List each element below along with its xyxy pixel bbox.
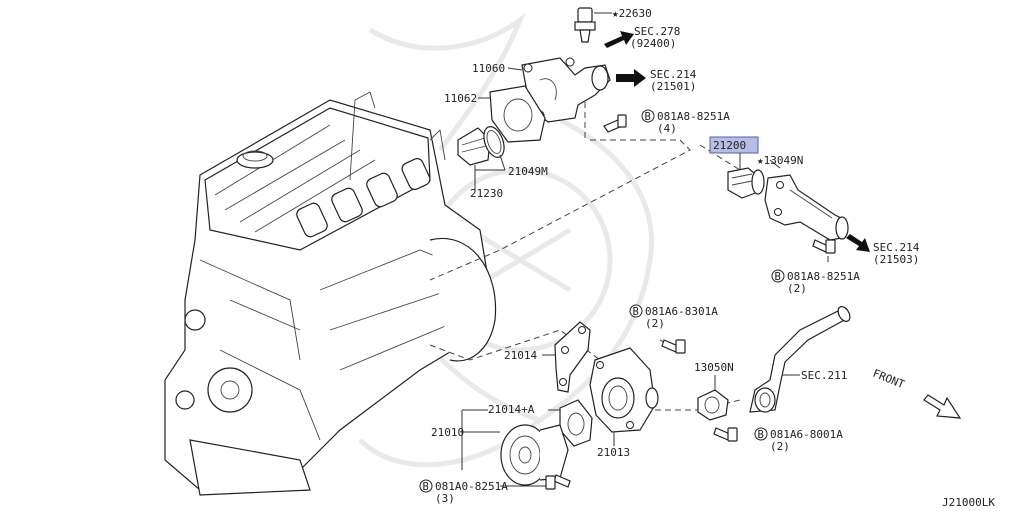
label-bolt3: 081A6-8301A bbox=[645, 305, 718, 318]
label-21049m: 21049M bbox=[508, 165, 548, 178]
diagram-code: J21000LK bbox=[942, 496, 995, 509]
label-13050n: 13050N bbox=[694, 361, 734, 374]
b-symbol-5-text: B bbox=[423, 481, 429, 493]
label-bolt2: 081A8-8251A bbox=[787, 270, 860, 283]
label-bolt4: 081A6-8001A bbox=[770, 428, 843, 441]
water-pump-21010[interactable] bbox=[500, 424, 569, 486]
water-inlet-13049n[interactable] bbox=[764, 174, 849, 241]
label-11062: 11062 bbox=[444, 92, 477, 105]
label-sec214-a: SEC.214 bbox=[650, 68, 697, 81]
label-sec278-sub: (92400) bbox=[630, 37, 676, 50]
label-bolt1: 081A8-8251A bbox=[657, 110, 730, 123]
thermostat-21230[interactable] bbox=[457, 127, 491, 166]
arrow-sec214-21501 bbox=[616, 69, 646, 87]
b-symbol-2 bbox=[771, 269, 785, 283]
pump-housing-21013[interactable] bbox=[589, 347, 659, 433]
b-symbol-1 bbox=[641, 109, 655, 123]
label-21200: 21200 bbox=[713, 139, 746, 152]
label-21014a: 21014+A bbox=[488, 403, 535, 416]
label-21230: 21230 bbox=[470, 187, 503, 200]
gasket-13050n[interactable] bbox=[697, 389, 729, 421]
b-symbol-1-text: B bbox=[645, 111, 651, 123]
engine-block bbox=[164, 91, 497, 496]
bracket-21014[interactable] bbox=[554, 321, 591, 393]
bolt-081a6-8301a[interactable] bbox=[661, 339, 686, 354]
arrow-sec214-21503 bbox=[846, 234, 870, 252]
bolt-081a6-8001a[interactable] bbox=[713, 427, 738, 442]
water-pipe-sec211[interactable] bbox=[749, 305, 852, 413]
o-ring-21049m[interactable] bbox=[480, 124, 508, 160]
label-sec214-a-sub: (21501) bbox=[650, 80, 696, 93]
label-bolt5-qty: (3) bbox=[435, 492, 455, 505]
bolt-081a8-8251a-2[interactable] bbox=[812, 239, 836, 254]
b-symbol-5 bbox=[419, 479, 433, 493]
label-bolt5: 081A0-8251A bbox=[435, 480, 508, 493]
thermostat-21200[interactable] bbox=[727, 167, 765, 199]
label-11060: 11060 bbox=[472, 62, 505, 75]
b-symbol-4-text: B bbox=[758, 429, 764, 441]
label-21014: 21014 bbox=[504, 349, 537, 362]
label-21013: 21013 bbox=[597, 446, 630, 459]
label-sec214-b: SEC.214 bbox=[873, 241, 920, 254]
label-sec214-b-sub: (21503) bbox=[873, 253, 919, 266]
label-21010: 21010 bbox=[431, 426, 464, 439]
front-arrow bbox=[923, 394, 962, 419]
temp-sensor-22630[interactable] bbox=[574, 7, 612, 43]
label-sec278: SEC.278 bbox=[634, 25, 680, 38]
b-symbol-4 bbox=[754, 427, 768, 441]
label-bolt3-qty: (2) bbox=[645, 317, 665, 330]
label-22630: ★22630 bbox=[612, 7, 652, 20]
gasket-11062[interactable] bbox=[489, 85, 546, 143]
label-bolt4-qty: (2) bbox=[770, 440, 790, 453]
label-sec211: SEC.211 bbox=[801, 369, 847, 382]
label-bolt1-qty: (4) bbox=[657, 122, 677, 135]
arrow-sec278 bbox=[604, 31, 634, 48]
highlight-21200[interactable] bbox=[709, 136, 759, 154]
bolt-081a8-8251a-4[interactable] bbox=[603, 114, 627, 133]
label-front: FRONT bbox=[871, 367, 907, 392]
b-symbol-3 bbox=[629, 304, 643, 318]
bolt-081a0-8251a[interactable] bbox=[545, 474, 571, 490]
b-symbol-2-text: B bbox=[775, 271, 781, 283]
label-13049n: ★13049N bbox=[757, 154, 803, 167]
label-bolt2-qty: (2) bbox=[787, 282, 807, 295]
b-symbol-3-text: B bbox=[633, 306, 639, 318]
